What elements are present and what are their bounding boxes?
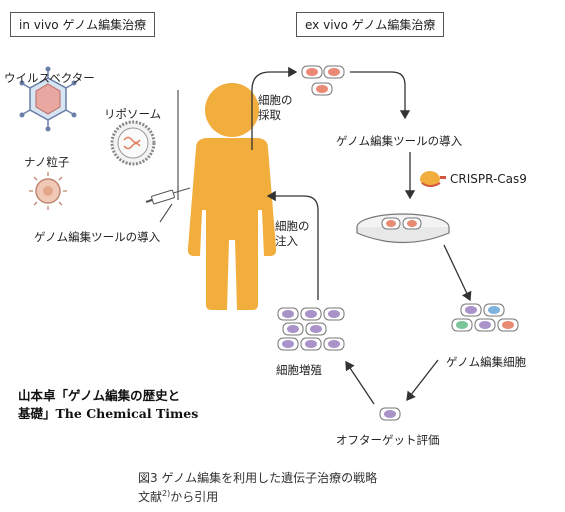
offtarget-label: オフターゲット評価: [336, 433, 440, 447]
intro-tool-right-label: ゲノム編集ツールの導入: [336, 134, 463, 148]
cell-inject-label-1: 細胞の: [275, 219, 310, 233]
arrow-to-offtarget: [406, 359, 439, 402]
figure-caption: 図3 ゲノム編集を利用した遺伝子治療の戦略 文献2)から引用: [138, 470, 377, 505]
arrow-collect: [251, 66, 298, 150]
offtarget-cell: [379, 407, 401, 421]
liposome-icon: [110, 120, 156, 166]
crispr-icon: [420, 171, 446, 187]
citation-line-2: 基礎」The Chemical Times: [18, 406, 199, 421]
cell-proliferation-label: 細胞増殖: [276, 363, 322, 377]
virus-vector-icon: [19, 66, 77, 132]
human-figure: [187, 83, 277, 310]
caption-line-2: 文献2)から引用: [138, 486, 377, 505]
cell-collect-label-1: 細胞の: [258, 93, 293, 107]
nanoparticle-icon: [29, 172, 67, 210]
ex-vivo-label: ex vivo ゲノム編集治療: [296, 12, 445, 37]
intro-tool-left-label: ゲノム編集ツールの導入: [34, 230, 161, 244]
caption-suffix: から引用: [170, 490, 219, 504]
in-vivo-label: in vivo ゲノム編集治療: [10, 12, 156, 37]
caption-prefix: 文献: [138, 490, 163, 504]
proliferated-cells: [277, 307, 345, 351]
collected-cells: [301, 65, 345, 96]
arrow-to-proliferation: [345, 360, 375, 405]
arrow-to-edited: [443, 244, 472, 302]
liposome-label: リポソーム: [104, 107, 162, 121]
cell-collect-label-2: 採取: [258, 108, 281, 122]
citation-line-1: 山本卓「ゲノム編集の歴史と: [18, 388, 181, 403]
virus-vector-label: ウイルスベクター: [4, 71, 95, 85]
syringe-pointer: [159, 203, 173, 223]
caption-line-1: 図3 ゲノム編集を利用した遺伝子治療の戦略: [138, 471, 378, 485]
arrow-inject: [266, 190, 319, 300]
nanoparticle-label: ナノ粒子: [24, 155, 70, 169]
crispr-label: CRISPR-Cas9: [450, 172, 527, 186]
edited-cells: [451, 303, 519, 332]
syringe-icon: [145, 187, 191, 205]
caption-reference: 2): [162, 489, 171, 498]
petri-dish: [356, 213, 450, 244]
edited-cell-label: ゲノム編集細胞: [446, 355, 527, 369]
arrow-to-intro: [350, 71, 411, 120]
cell-inject-label-2: 注入: [275, 234, 298, 248]
